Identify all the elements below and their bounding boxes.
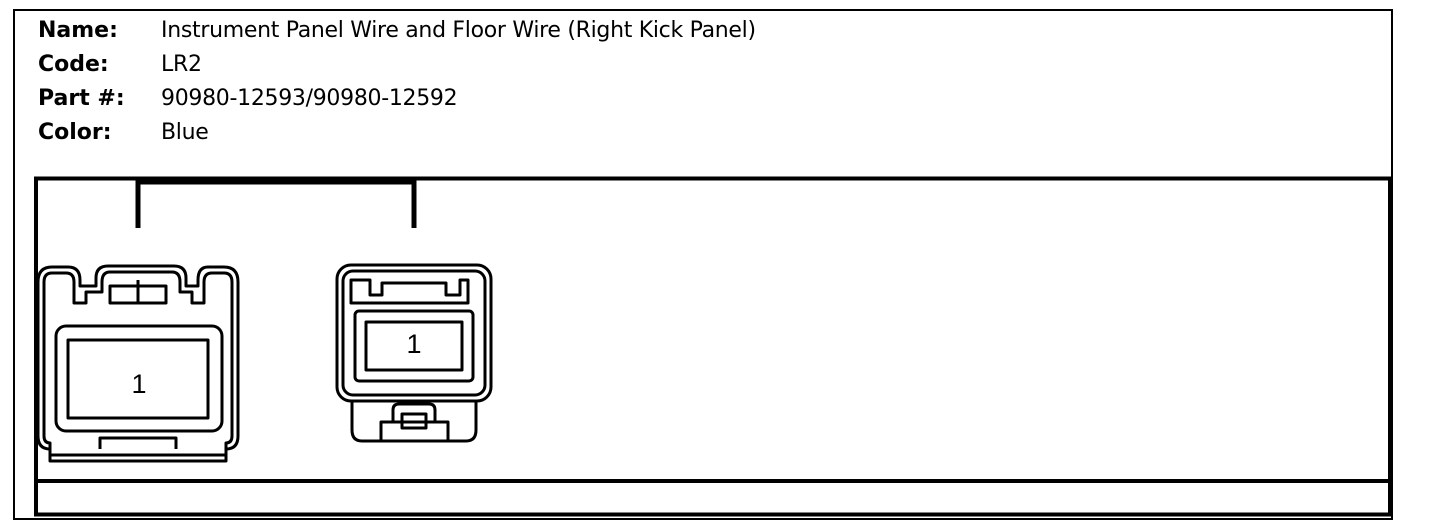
code-label: Code: [38,52,109,77]
left-connector-housing-inner [42,270,234,457]
right-connector-lock-base [379,420,450,440]
name-label: Name: [38,18,118,43]
right-connector-face-inner [364,320,464,372]
code-value: LR2 [161,52,202,77]
part-number-value: 90980-12593/90980-12592 [161,86,458,111]
part-number-label: Part #: [38,86,125,111]
left-connector-bottom-key [98,436,178,449]
left-connector-face-outer [54,324,224,433]
right-connector-face-outer [353,309,475,383]
color-label: Color: [38,120,112,145]
right-connector-lock-tab [391,402,437,422]
left-connector-housing-outer [36,264,240,463]
right-connector-housing-inner [341,269,487,397]
left-connector-face-inner [66,338,210,420]
left-connector [36,264,240,463]
right-connector-pin-1: 1 [406,329,421,359]
diagram-frame [34,176,1392,517]
left-connector-pin-1: 1 [131,369,146,399]
right-connector-housing-outer [335,263,493,403]
right-connector-lock-window [400,412,428,430]
color-value: Blue [161,120,209,145]
right-connector-latch-ridge [349,278,470,305]
right-connector-lower-skirt [350,400,478,443]
name-value: Instrument Panel Wire and Floor Wire (Ri… [161,18,756,43]
mating-bracket [135,179,417,228]
right-connector [335,263,493,443]
